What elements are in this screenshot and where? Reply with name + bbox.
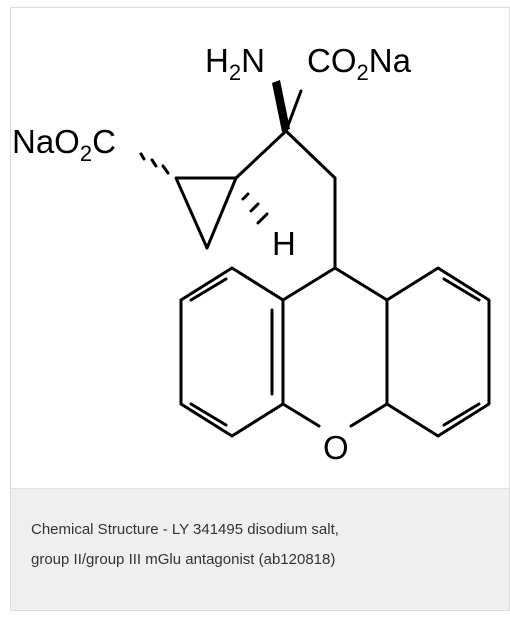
bond-c9-left bbox=[281, 266, 337, 302]
amine-label: H2N bbox=[205, 42, 265, 85]
hash-left-1 bbox=[139, 152, 146, 161]
hash-h-2 bbox=[249, 202, 260, 213]
bond-cyclopropane bbox=[174, 176, 238, 250]
bond-lines bbox=[139, 89, 491, 438]
bond-o-right bbox=[349, 402, 389, 428]
carboxylate-right-label: CO2Na bbox=[307, 42, 412, 85]
bond-right-ring bbox=[385, 266, 491, 438]
bond-left-ring bbox=[179, 266, 285, 438]
oxygen-label: O bbox=[323, 429, 349, 466]
bond-left-ring-double-3 bbox=[189, 277, 228, 302]
bond-c9-right bbox=[333, 266, 389, 302]
bond-c-ch2 bbox=[284, 129, 337, 180]
caption-line-2: group II/group III mGlu antagonist (ab12… bbox=[31, 551, 336, 568]
chemical-structure-drawing: H2N CO2Na NaO2C H O bbox=[12, 42, 491, 466]
figure-caption: Chemical Structure - LY 341495 disodium … bbox=[11, 488, 509, 610]
carboxylate-left-label: NaO2C bbox=[12, 123, 116, 166]
bond-right-ring-double-1 bbox=[442, 277, 481, 302]
figure-card: H2N CO2Na NaO2C H O Chemical Structure -… bbox=[10, 7, 510, 611]
hash-left-3 bbox=[161, 164, 170, 175]
bond-left-ring-double-2 bbox=[189, 402, 228, 427]
caption-line-1: Chemical Structure - LY 341495 disodium … bbox=[31, 521, 339, 538]
hash-h-3 bbox=[256, 212, 269, 225]
bond-o-left bbox=[281, 402, 321, 428]
bond-right-ring-double-2 bbox=[442, 402, 481, 427]
hash-h-1 bbox=[241, 192, 250, 201]
hydrogen-label: H bbox=[272, 225, 296, 262]
bond-c-cyclopropyl bbox=[234, 129, 288, 180]
wedge-bond-nitrogen bbox=[272, 80, 290, 132]
hash-left-2 bbox=[150, 158, 158, 168]
chemical-structure-image: H2N CO2Na NaO2C H O bbox=[11, 8, 509, 488]
